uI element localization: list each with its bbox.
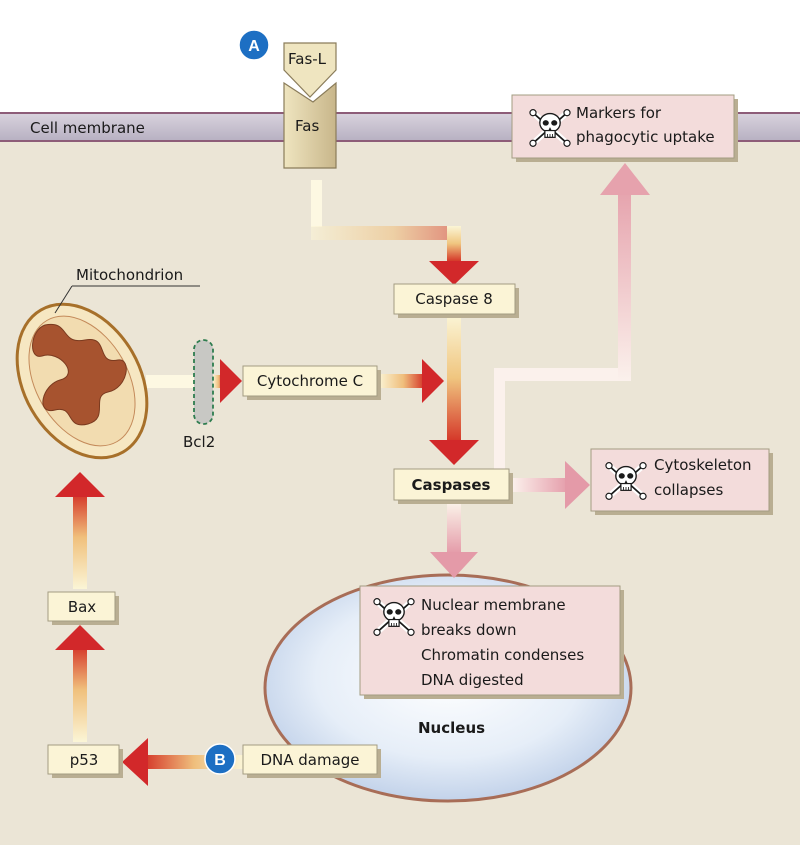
nuclear-effects-line-4: DNA digested [421,671,524,689]
cytochrome-c-label: Cytochrome C [257,372,363,390]
caspases-label: Caspases [412,476,491,494]
p53-label: p53 [70,751,99,769]
arrow-caspases-to-markers [494,163,650,471]
arrow-cytochrome-to-caspases [378,359,444,403]
nucleus-label: Nucleus [418,719,485,737]
arrow-caspases-to-cytoskeleton [512,461,590,509]
caspases-box: Caspases [393,468,513,504]
p53-box: p53 [47,744,123,778]
fas-receptor: Fas [283,81,337,169]
arrow-bax-to-mitochondrion [55,472,105,589]
arrow-caspases-to-nucleus [430,502,478,578]
cytoskeleton-box: Cytoskeleton collapses [590,448,773,515]
arrow-caspase8-to-caspases [429,315,479,465]
caspase8-box: Caspase 8 [393,283,519,318]
cytoskeleton-line-2: collapses [654,481,724,499]
nuclear-effects-line-1: Nuclear membrane [421,596,566,614]
markers-line-1: Markers for [576,104,662,122]
cytoskeleton-line-1: Cytoskeleton [654,456,752,474]
badge-b: B [204,743,236,775]
arrow-fas-to-caspase8 [311,180,479,285]
dna-damage-label: DNA damage [260,751,359,769]
arrow-p53-to-bax [55,625,105,742]
mitochondrion-label: Mitochondrion [76,266,183,284]
nuclear-effects-line-2: breaks down [421,621,517,639]
nuclear-effects-line-3: Chromatin condenses [421,646,584,664]
badge-b-text: B [214,752,226,769]
markers-box: Markers for phagocytic uptake [511,94,738,162]
dna-damage-box: DNA damage [242,744,381,778]
caspase8-label: Caspase 8 [415,290,493,308]
badge-a-text: A [248,38,260,55]
markers-line-2: phagocytic uptake [576,128,715,146]
cytochrome-c-box: Cytochrome C [242,365,381,400]
bax-label: Bax [68,598,96,616]
bcl2-pore [193,339,214,425]
arrow-mitochondrion-to-cytochrome [146,359,242,403]
mitochondrion [15,285,200,460]
fas-label: Fas [295,117,319,135]
fas-ligand: Fas-L [283,42,337,98]
bcl2-label: Bcl2 [183,433,215,451]
fas-l-label: Fas-L [288,50,327,68]
badge-a: A [238,29,270,61]
cell-membrane-label: Cell membrane [30,119,145,137]
nuclear-effects-box: Nuclear membrane breaks down Chromatin c… [359,585,624,699]
bax-box: Bax [47,591,119,625]
